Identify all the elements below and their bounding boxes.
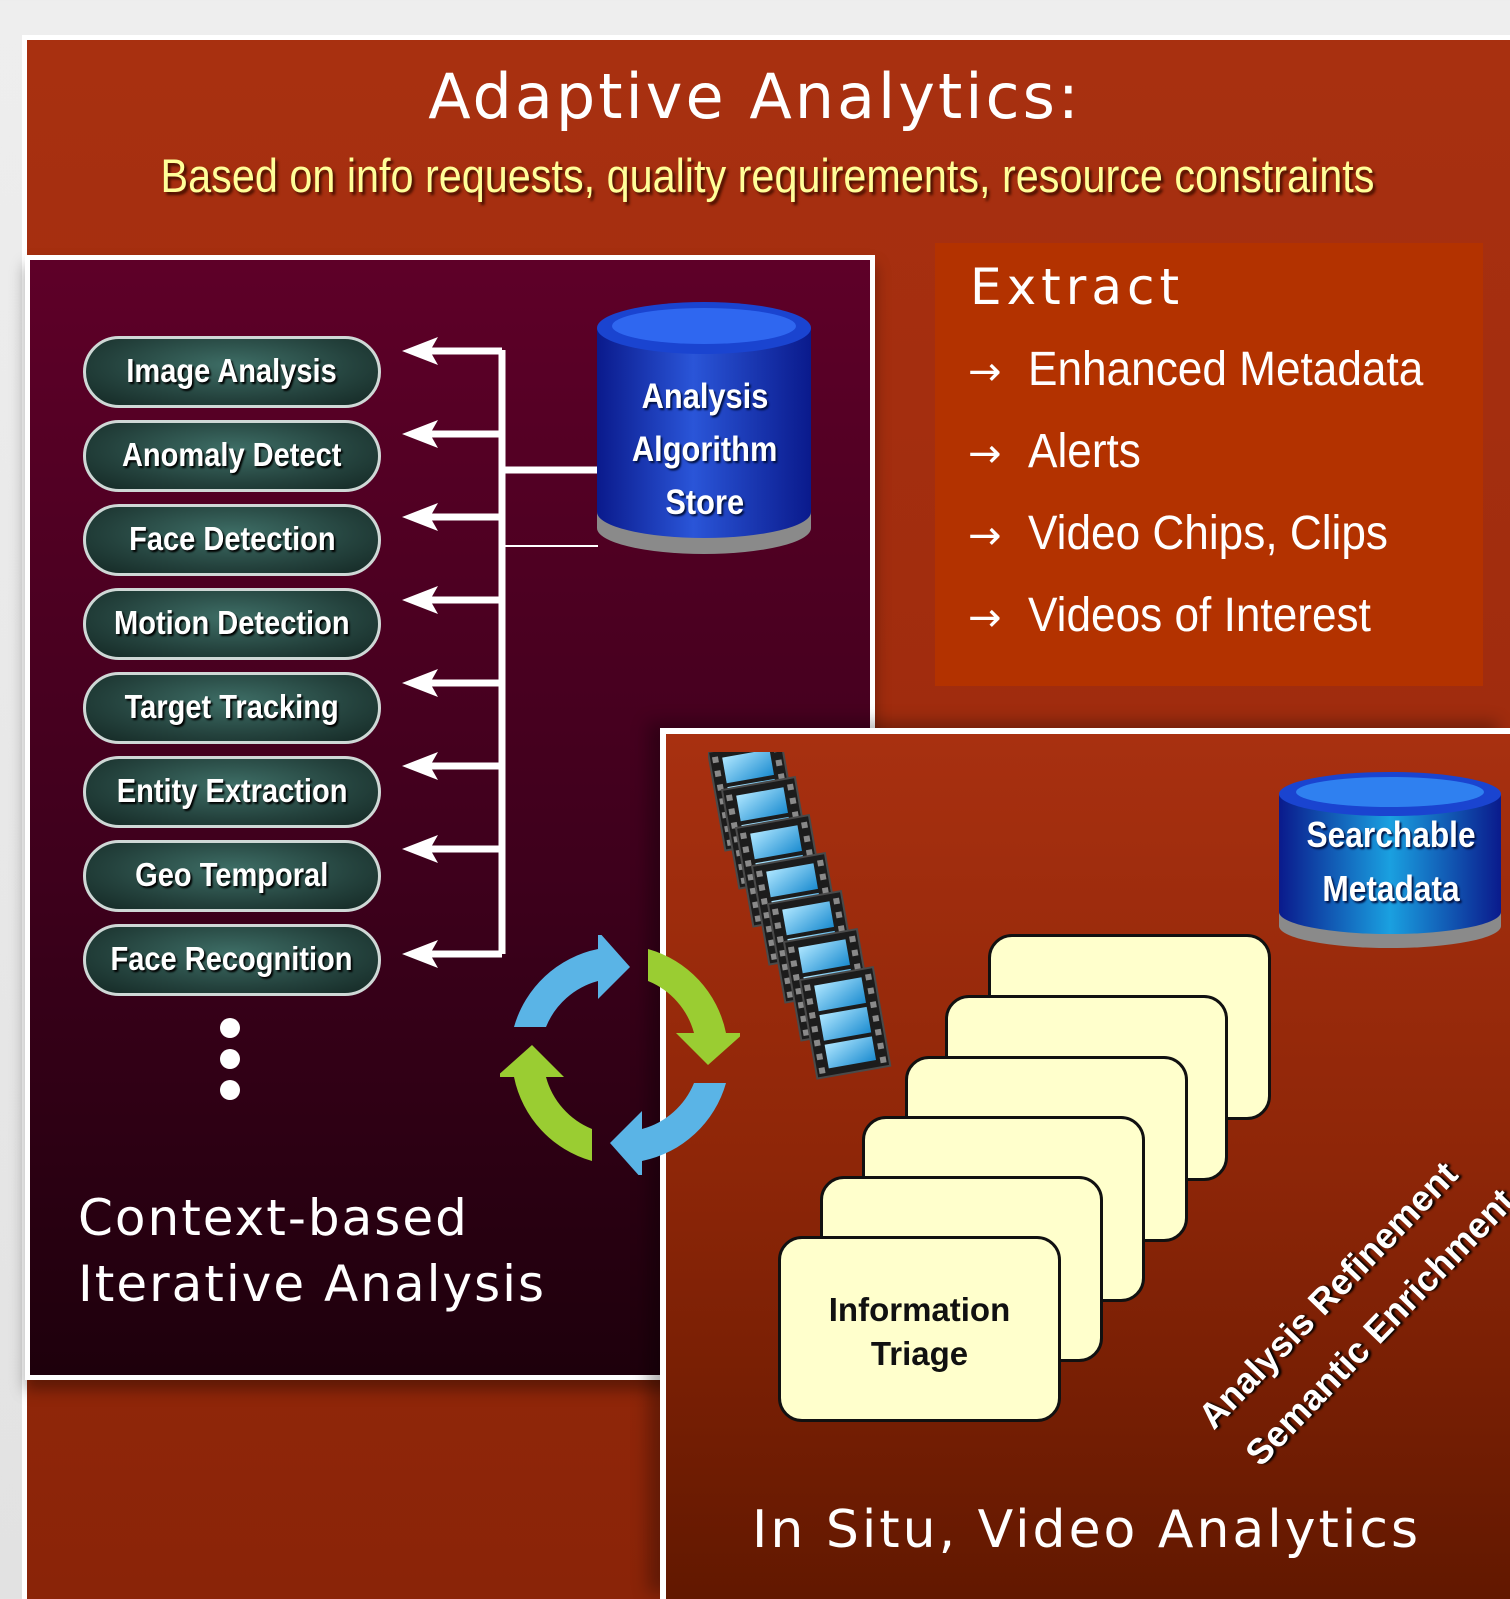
extract-title: Extract [970, 258, 1185, 316]
metadata-database-label: Searchable Metadata [1280, 808, 1502, 916]
algorithm-pill: Anomaly Detect [83, 420, 381, 492]
cycle-arrow-segment [610, 1083, 726, 1175]
triage-line: Information [828, 1291, 1011, 1328]
algorithm-connector-arrows [402, 337, 598, 968]
triage-line: Triage [870, 1335, 969, 1372]
ellipsis-dot [220, 1049, 240, 1069]
information-triage-card: Information Triage [778, 1236, 1061, 1422]
algorithm-pill: Entity Extraction [83, 756, 381, 828]
caption-line: Context-based [78, 1189, 469, 1247]
algorithm-store-label: Analysis Algorithm Store [605, 370, 805, 529]
algorithm-pill: Target Tracking [83, 672, 381, 744]
cycle-arrows-icon [500, 935, 740, 1175]
context-analysis-caption: Context-based Iterative Analysis [78, 1185, 546, 1317]
algorithm-pill: Face Detection [83, 504, 381, 576]
cycle-arrow-segment [648, 949, 740, 1065]
extract-item: →Enhanced Metadata [968, 343, 1424, 396]
algorithm-label: Entity Extraction [116, 772, 348, 809]
arrow-right-icon: → [968, 431, 1002, 477]
algorithm-label: Face Recognition [110, 940, 354, 977]
store-label-line: Analysis [641, 377, 769, 416]
algorithm-pill: Face Recognition [83, 924, 381, 996]
arrow-right-icon: → [968, 595, 1002, 641]
extract-item: →Alerts [968, 425, 1141, 478]
algorithm-label: Target Tracking [124, 688, 340, 725]
algorithm-label: Geo Temporal [135, 856, 329, 893]
metadata-label-line: Searchable [1306, 814, 1476, 855]
arrow-right-icon: → [968, 349, 1002, 395]
store-label-line: Store [665, 483, 745, 522]
cycle-arrow-segment [500, 1045, 592, 1161]
algorithm-label: Motion Detection [114, 604, 350, 641]
algorithm-store-database-icon [597, 302, 811, 554]
arrow-right-icon: → [968, 513, 1002, 559]
page-title: Adaptive Analytics: [428, 60, 1082, 133]
store-label-line: Algorithm [632, 430, 778, 469]
algorithm-label: Image Analysis [126, 352, 338, 389]
page-subtitle: Based on info requests, quality requirem… [160, 149, 1375, 202]
ellipsis-dot [220, 1018, 240, 1038]
in-situ-caption: In Situ, Video Analytics [752, 1500, 1422, 1560]
algorithm-label: Face Detection [128, 520, 336, 557]
extract-item: →Videos of Interest [968, 589, 1371, 642]
stacked-card [778, 1236, 1061, 1422]
extract-item: →Video Chips, Clips [968, 507, 1389, 560]
cycle-arrow-segment [514, 935, 630, 1027]
metadata-database-icon [1279, 772, 1501, 948]
algorithm-label: Anomaly Detect [122, 436, 342, 473]
metadata-label-line: Metadata [1322, 868, 1460, 909]
ellipsis-dot [220, 1080, 240, 1100]
algorithm-pill: Image Analysis [83, 336, 381, 408]
algorithm-pill: Geo Temporal [83, 840, 381, 912]
algorithm-pill: Motion Detection [83, 588, 381, 660]
extract-box [935, 243, 1483, 686]
caption-line: Iterative Analysis [78, 1255, 547, 1313]
